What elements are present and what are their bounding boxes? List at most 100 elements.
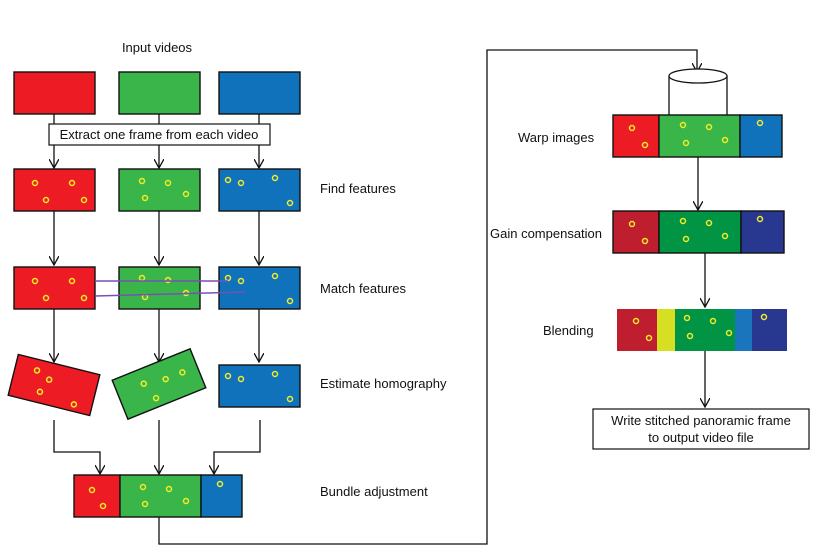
feature-point-icon (645, 334, 653, 342)
feature-point-icon (179, 369, 186, 376)
feature-point-icon (224, 372, 232, 380)
feature-point-icon (68, 277, 76, 285)
frame-red (13, 266, 96, 310)
segment-red (73, 474, 121, 518)
step-match-features-label: Match features (320, 281, 406, 296)
segment-dark-green (675, 309, 735, 351)
frame-green (118, 266, 201, 310)
feature-point-icon (286, 297, 294, 305)
feature-point-icon (679, 121, 687, 129)
step-blending-label: Blending (543, 323, 594, 338)
feature-point-icon (68, 179, 76, 187)
feature-point-icon (164, 179, 172, 187)
input-video-green (118, 71, 201, 115)
input-video-blue (218, 71, 301, 115)
feature-point-icon (641, 141, 649, 149)
warp-images-mosaic (612, 114, 783, 158)
feature-point-icon (682, 235, 690, 243)
feature-point-icon (162, 375, 169, 383)
feature-point-icon (271, 174, 279, 182)
feature-point-icon (286, 199, 294, 207)
frame-green-rotated (111, 347, 207, 421)
step-find-features-label: Find features (320, 181, 396, 196)
feature-point-icon (138, 177, 146, 185)
feature-point-icon (165, 485, 173, 493)
output-label-line1: Write stitched panoramic frame (611, 413, 791, 428)
feature-point-icon (756, 215, 764, 223)
segment-red (612, 114, 660, 158)
feature-point-icon (216, 480, 224, 488)
segment-blue (739, 114, 783, 158)
homography-row (7, 347, 301, 421)
feature-point-icon (237, 179, 245, 187)
feature-point-icon (237, 277, 245, 285)
feature-point-icon (725, 329, 733, 337)
feature-point-icon (182, 190, 190, 198)
feature-point-icon (45, 376, 53, 383)
segment-green (119, 474, 202, 518)
feature-point-icon (36, 388, 44, 396)
frame-red-rotated (7, 353, 101, 417)
input-videos-label: Input videos (122, 40, 193, 55)
feature-point-icon (31, 277, 39, 285)
feature-point-icon (756, 119, 764, 127)
feature-point-icon (760, 313, 768, 321)
feature-point-icon (182, 497, 190, 505)
segment-green (658, 114, 741, 158)
feature-point-icon (271, 370, 279, 378)
segment-dark-red (617, 309, 657, 351)
step-bundle-adjustment-label: Bundle adjustment (320, 484, 428, 499)
feature-point-icon (237, 375, 245, 383)
feature-point-icon (99, 502, 107, 510)
frame-red (13, 168, 96, 212)
input-video-red (13, 71, 96, 115)
feature-point-icon (709, 317, 717, 325)
frame-blue (218, 266, 301, 310)
feature-point-icon (271, 272, 279, 280)
feature-point-icon (152, 394, 160, 402)
frame-green (118, 168, 201, 212)
feature-point-icon (139, 483, 147, 491)
feature-point-icon (224, 176, 232, 184)
match-features-row (13, 266, 301, 310)
output-box (592, 408, 810, 450)
database-cylinder-icon (668, 68, 728, 115)
feature-point-icon (705, 123, 713, 131)
match-line (94, 291, 246, 297)
frame-blue (218, 168, 301, 212)
feature-point-icon (641, 237, 649, 245)
feature-point-icon (42, 196, 50, 204)
segment-dark-red (612, 210, 660, 254)
connector-to-warp (158, 49, 697, 545)
frame-blue (218, 364, 301, 408)
feature-point-icon (705, 219, 713, 227)
feature-point-icon (632, 317, 640, 325)
segment-dark-green (658, 210, 742, 254)
feature-point-icon (679, 217, 687, 225)
feature-point-icon (164, 276, 172, 284)
gain-compensation-mosaic (612, 210, 785, 254)
feature-point-icon (80, 196, 88, 204)
feature-point-icon (140, 380, 148, 387)
step-warp-images-label: Warp images (518, 130, 595, 145)
feature-point-icon (686, 332, 694, 340)
feature-point-icon (628, 220, 636, 228)
feature-point-icon (42, 294, 50, 302)
segment-light-blue (735, 309, 752, 351)
segment-yellow-green (657, 309, 675, 351)
feature-point-icon (80, 294, 88, 302)
find-features-row (13, 168, 301, 212)
feature-point-icon (683, 314, 691, 322)
step-estimate-homography-label: Estimate homography (320, 376, 447, 391)
output-label-line2: to output video file (648, 430, 754, 445)
feature-point-icon (141, 194, 149, 202)
feature-point-icon (286, 395, 294, 403)
extract-frame-label: Extract one frame from each video (60, 127, 259, 142)
feature-point-icon (31, 179, 39, 187)
feature-point-icon (70, 401, 78, 408)
blending-mosaic (617, 309, 787, 351)
feature-point-icon (628, 124, 636, 132)
feature-point-icon (141, 500, 149, 508)
feature-point-icon (682, 139, 690, 147)
